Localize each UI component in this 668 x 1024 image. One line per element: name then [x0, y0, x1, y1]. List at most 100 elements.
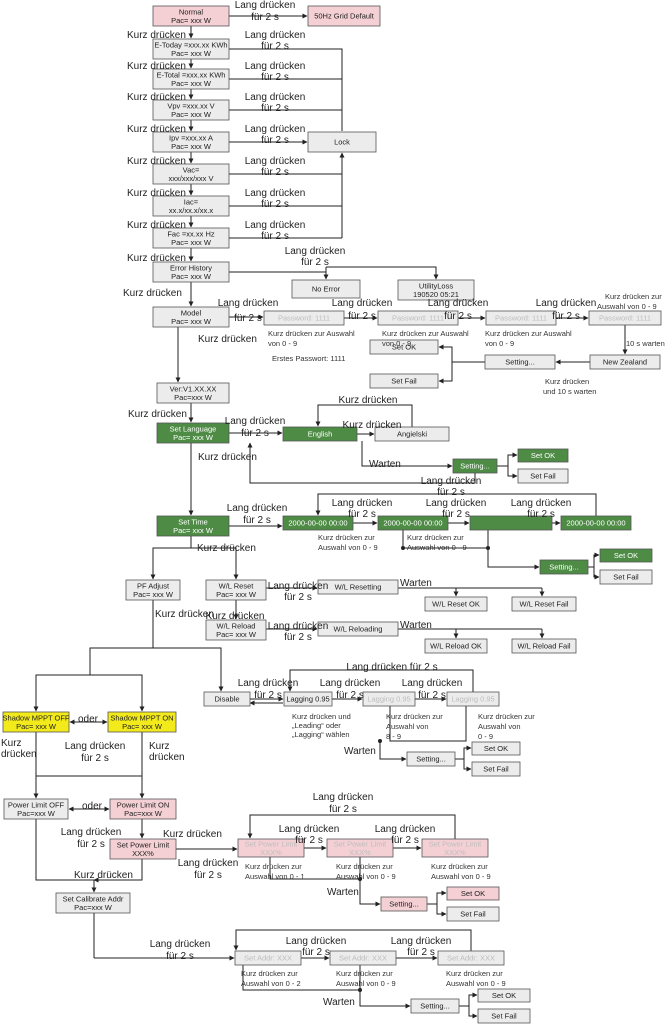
box-rect — [317, 579, 399, 595]
box-text: E-Total =xxx.xx KWh — [157, 70, 226, 79]
transition-label: Lang drücken — [227, 503, 288, 514]
note-label: 8 - 9 — [386, 732, 401, 741]
box-text: XXX% — [349, 848, 371, 857]
box-rect — [152, 5, 230, 27]
box-rect — [317, 621, 399, 637]
box-text: XXX% — [260, 848, 282, 857]
box-rect — [560, 515, 632, 531]
box-text: Setting... — [389, 900, 419, 909]
box-text: Fac =xx.xx Hz — [167, 229, 215, 238]
note-label: Kurz drücken zur — [245, 862, 302, 871]
box-rect — [484, 354, 556, 370]
box-rect — [152, 227, 230, 249]
transition-label: Lang drücken — [375, 824, 436, 835]
box-setok-lang: Set OK — [517, 448, 569, 463]
transition-label: für 2 s — [243, 515, 271, 526]
box-rect — [156, 422, 230, 444]
box-text: Pac= xxx W — [173, 433, 214, 442]
transition-label: Lang drücken — [332, 298, 393, 309]
box-text: 2000-00-00 00:00 — [288, 519, 347, 528]
box-text: W/L Reload OK — [430, 642, 482, 651]
note-label: Kurz drücken und — [292, 712, 351, 721]
transition-label: Warten — [344, 746, 376, 757]
note-label: Auswahl von 0 - 9 — [446, 979, 506, 988]
box-rect — [424, 596, 488, 612]
box-text: Pac= xxx W — [16, 722, 57, 731]
box-text: Set Power Limit — [117, 840, 170, 849]
box-setting-lang: Setting... — [452, 458, 498, 474]
box-text: Pac=xxx W — [17, 809, 56, 818]
box-text: Pac= xxx W — [133, 590, 174, 599]
box-text: Set OK — [531, 451, 555, 460]
box-text: Set Fail — [491, 1012, 517, 1021]
transition-label: für 2 s — [254, 690, 282, 701]
box-rect — [446, 906, 500, 922]
box-rect — [237, 838, 305, 858]
box-rect — [599, 569, 653, 585]
box-rect — [377, 515, 449, 531]
transition-label: für 2 s — [261, 231, 289, 242]
note-label: von 0 - 9 — [268, 339, 297, 348]
note-label: Kurz drücken zur — [605, 292, 662, 301]
box-text: Power Limit OFF — [8, 800, 65, 809]
box-text: Pac=xxx W — [124, 809, 163, 818]
transition-label: Lang drücken — [313, 792, 374, 803]
transition-label: Warten — [369, 459, 401, 470]
transition-label: Lang drücken — [245, 92, 306, 103]
box-rect — [282, 515, 354, 531]
note-label: Kurz drücken zur — [431, 862, 488, 871]
box-text: 190520 05:21 — [413, 290, 459, 299]
box-text: W/L Reload Fail — [517, 642, 570, 651]
box-text: Set Addr: XXX — [339, 954, 387, 963]
transition-label: Kurz drücken — [74, 870, 133, 881]
box-text: Pac=xxx W — [174, 393, 213, 402]
transition-label: drücken — [149, 752, 185, 763]
box-rect — [452, 458, 498, 474]
transition-label: für 2 s — [444, 311, 472, 322]
box-rect — [397, 279, 475, 301]
box-addr1: Set Addr: XXX — [234, 950, 302, 966]
box-text: Shadow MPPT OFF — [3, 713, 70, 722]
transition-label: für 2 s — [234, 313, 262, 324]
box-text: 50Hz Grid Default — [314, 12, 375, 21]
transition-label: für 2 s — [329, 804, 357, 815]
transition-label: Lang drücken für 2 s — [346, 662, 437, 673]
note-label: Auswahl von 0 - 9 — [336, 979, 396, 988]
box-text: Power Limit ON — [117, 800, 170, 809]
box-text: Set Fail — [530, 472, 556, 481]
transition-label: für 2 s — [552, 311, 580, 322]
transition-label: Kurz drücken — [339, 395, 398, 406]
box-text: Pac= xxx W — [171, 79, 212, 88]
box-rect — [291, 279, 361, 299]
transition-label: Kurz drücken — [343, 420, 402, 431]
box-text: Set Fail — [483, 765, 509, 774]
transition-label: für 2 s — [261, 41, 289, 52]
box-lock: Lock — [307, 131, 377, 153]
transition-label: für 2 s — [336, 690, 364, 701]
transition-label: für 2 s — [261, 199, 289, 210]
box-setfail-pf: Set Fail — [471, 761, 521, 777]
transition-label: für 2 s — [348, 311, 376, 322]
transition-label: Lang drücken — [65, 741, 126, 752]
transition-label: Kurz drücken — [206, 611, 265, 622]
box-setok-time: Set OK — [599, 548, 653, 563]
box-rect — [589, 354, 661, 370]
box-text: Model — [181, 308, 202, 317]
transition-label: Kurz — [149, 741, 170, 752]
box-pw3: Password: 1111 — [485, 310, 557, 326]
note-label: von 0 - 9 — [485, 339, 514, 348]
box-rect — [446, 886, 500, 901]
box-text: xxx/xxx/xxx V — [168, 174, 213, 183]
box-rect — [410, 998, 460, 1014]
transition-label: für 2 s — [241, 428, 269, 439]
box-text: Lock — [334, 138, 350, 147]
box-rect — [329, 950, 397, 966]
box-rect — [446, 691, 500, 707]
box-pw4: Password: 1111 — [588, 310, 662, 326]
